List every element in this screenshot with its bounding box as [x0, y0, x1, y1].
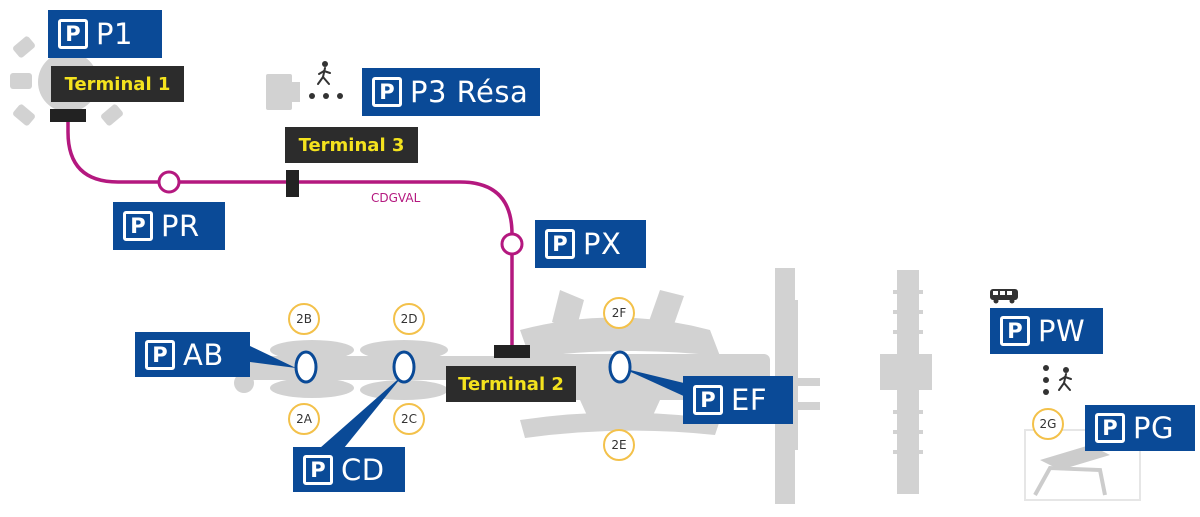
zone-2d: 2D [393, 303, 425, 335]
parking-label: PW [1038, 314, 1086, 348]
zone-2b: 2B [288, 303, 320, 335]
walk-path-p3 [309, 93, 343, 99]
terminal-2g-building [1024, 429, 1141, 501]
zone-2a: 2A [288, 403, 320, 435]
walking-person-icon [1058, 367, 1072, 391]
walking-person-icon [317, 61, 331, 85]
parking-p-icon: P [58, 19, 88, 49]
parking-label: EF [731, 383, 768, 417]
cdgval-line-label: CDGVAL [371, 191, 421, 205]
terminal-1-label: Terminal 1 [51, 66, 184, 102]
parking-label: PG [1133, 411, 1174, 445]
zone-2f: 2F [603, 297, 635, 329]
parking-oval-ef [608, 350, 632, 384]
walk-path-pw-pg [1043, 365, 1049, 395]
parking-p-icon: P [303, 454, 333, 485]
parking-p3-resa[interactable]: P P3 Résa [362, 68, 540, 116]
shuttle-bus-icon [990, 289, 1018, 304]
parking-p1[interactable]: P P1 [48, 10, 162, 58]
parking-label: PR [161, 209, 200, 243]
parking-label: PX [583, 227, 622, 261]
parking-label: P3 Résa [410, 75, 529, 109]
terminal-3-platform [286, 170, 299, 197]
parking-p-icon: P [123, 211, 153, 241]
station-pr [157, 170, 181, 194]
parking-p-icon: P [1000, 316, 1030, 346]
terminal-3-label: Terminal 3 [285, 127, 418, 163]
parking-p-icon: P [545, 229, 575, 259]
parking-p-icon: P [693, 385, 723, 415]
station-px [500, 232, 524, 256]
connector-ef [622, 368, 688, 398]
parking-ab[interactable]: P AB [135, 332, 250, 377]
parking-oval-ab [294, 350, 318, 384]
parking-px[interactable]: P PX [535, 220, 646, 268]
parking-label: CD [341, 452, 385, 487]
parking-p-icon: P [1095, 413, 1125, 443]
parking-label: AB [183, 337, 224, 372]
terminal-1-platform [50, 109, 86, 122]
connector-ab [250, 346, 296, 368]
zone-2e: 2E [603, 429, 635, 461]
parking-ef[interactable]: P EF [683, 376, 793, 424]
connector-cd [320, 374, 404, 448]
zone-2g: 2G [1032, 408, 1064, 440]
parking-pr[interactable]: P PR [113, 202, 225, 250]
parking-label: P1 [96, 17, 133, 51]
parking-p-icon: P [145, 339, 175, 370]
terminal-2-platform [494, 345, 530, 358]
parking-p-icon: P [372, 77, 402, 107]
parking-pw[interactable]: P PW [990, 308, 1103, 354]
zone-2c: 2C [393, 403, 425, 435]
parking-oval-cd [392, 350, 416, 384]
parking-cd[interactable]: P CD [293, 447, 405, 492]
terminal-3-building [266, 74, 300, 110]
parking-pg[interactable]: P PG [1085, 405, 1195, 451]
terminal-2-label: Terminal 2 [446, 366, 576, 402]
